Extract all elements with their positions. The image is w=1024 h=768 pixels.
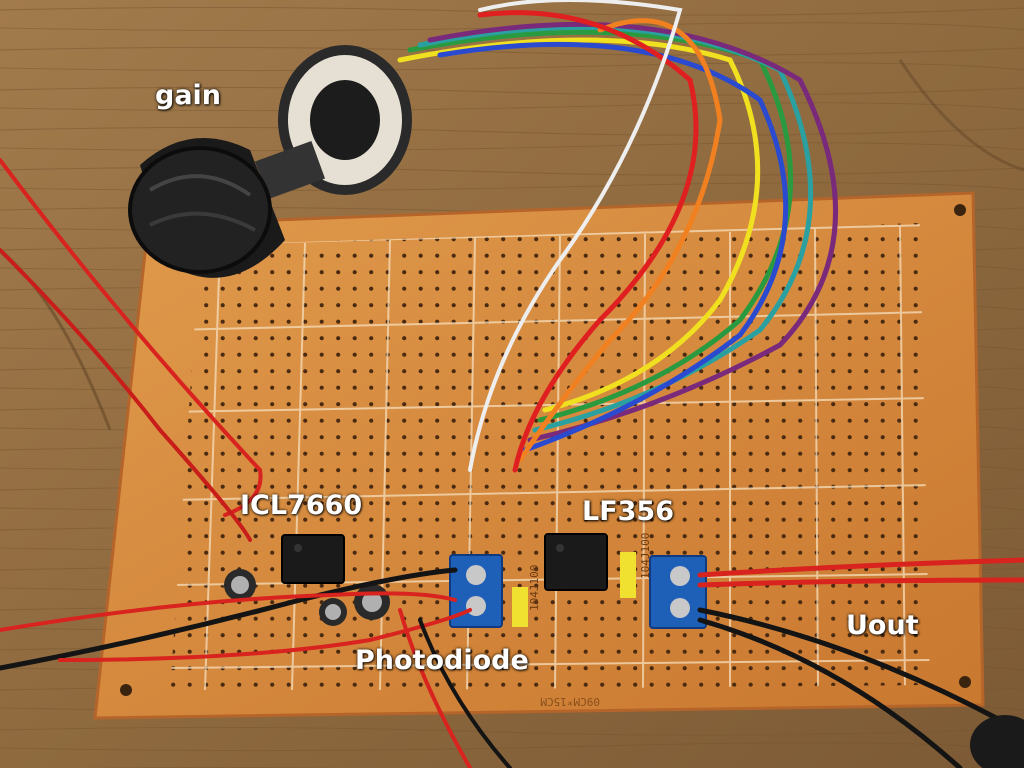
black-cable-bundle: [970, 715, 1024, 768]
red-wire-bottom-2: [58, 608, 472, 662]
icl7660-chip: [281, 534, 345, 584]
black-wire-bottom-2: [418, 618, 512, 768]
red-wire-bottom-3: [398, 608, 472, 768]
label-lf356: LF356: [582, 496, 675, 527]
electrolytic-capacitors: [224, 569, 390, 626]
cap-code-1: 104J100: [528, 565, 541, 611]
film-capacitors: [512, 552, 636, 627]
black-wire-bottom-1: [0, 567, 458, 671]
black-wire-right-1: [697, 607, 1003, 723]
board-print-text: 09CM*15CM: [540, 695, 600, 708]
lf356-chip: [544, 533, 608, 591]
black-wire-right-2: [697, 617, 963, 768]
label-gain: gain: [155, 80, 222, 111]
label-photodiode: Photodiode: [355, 645, 529, 676]
red-wire-right-1: [697, 557, 1024, 578]
red-wire-bottom-1: [0, 591, 457, 632]
terminal-blocks: [449, 554, 707, 629]
gain-rotary-switch: [128, 45, 412, 278]
red-wire-left-1: [0, 158, 263, 517]
red-wire-right-2: [697, 577, 1024, 588]
cap-code-2: 104J100: [639, 533, 652, 579]
label-icl7660: ICL7660: [240, 490, 363, 521]
label-uout: Uout: [846, 610, 919, 641]
red-wire-left-2: [0, 248, 252, 542]
